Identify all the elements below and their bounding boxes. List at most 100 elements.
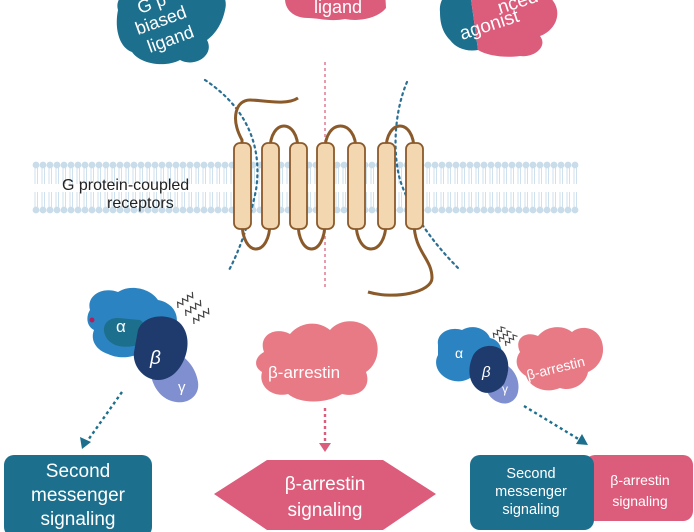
output-beta-arrestin-center: β-arrestin signaling	[214, 460, 436, 530]
right-beta-arrestin-shape	[516, 327, 604, 391]
lipid-head	[522, 161, 530, 169]
balanced-ligand-shape	[285, 0, 386, 21]
lipid-head	[501, 161, 509, 169]
lipid-head	[438, 206, 446, 214]
output-right-teal-box	[470, 455, 594, 530]
output-center-line1: β-arrestin	[285, 474, 366, 495]
lipid-head	[214, 206, 222, 214]
lipid-head	[130, 161, 138, 169]
lipid-head	[571, 206, 579, 214]
lipid-head	[508, 206, 516, 214]
g-protein-and-arrestin-right: α β γ β-arrestin	[436, 326, 604, 404]
lipid-head	[123, 161, 131, 169]
lipid-head	[550, 206, 558, 214]
right-g-alpha-label: α	[455, 345, 463, 361]
lipid-head	[60, 161, 68, 169]
lipid-head	[459, 161, 467, 169]
membrane-label-line2: receptors	[107, 195, 174, 212]
lipid-head	[158, 206, 166, 214]
lipid-head	[81, 206, 89, 214]
right-g-beta-label: β	[481, 364, 491, 381]
output-right-pink-box	[585, 455, 693, 521]
lipid-head	[494, 206, 502, 214]
lipid-head	[480, 161, 488, 169]
lipid-head	[557, 161, 565, 169]
lipid-head	[144, 206, 152, 214]
lipid-head	[53, 206, 61, 214]
arrowhead-center	[319, 443, 331, 452]
lipid-head	[200, 161, 208, 169]
lipid-head	[333, 206, 341, 214]
arrestin-biased-agonist: nced agonist	[439, 0, 558, 57]
g-protein-heterotrimer-left: α β γ	[87, 287, 210, 403]
lipid-head	[368, 161, 376, 169]
signaling-arrows	[85, 391, 581, 445]
right-g-gamma-label: γ	[502, 382, 508, 396]
lipid-head	[340, 206, 348, 214]
lipid-head	[193, 206, 201, 214]
membrane-label-line1: G protein-coupled	[62, 177, 189, 194]
output-left-line3: signaling	[41, 509, 116, 530]
lipid-head	[81, 161, 89, 169]
lipid-head	[445, 206, 453, 214]
lipid-head	[501, 206, 509, 214]
lipid-head	[557, 206, 565, 214]
lipid-head	[95, 161, 103, 169]
lipid-head	[137, 161, 145, 169]
lipid-head	[88, 161, 96, 169]
lipid-head	[543, 161, 551, 169]
lipid-head	[137, 206, 145, 214]
lipid-head	[32, 206, 40, 214]
lipid-head	[431, 161, 439, 169]
lipid-head	[109, 206, 117, 214]
lipid-head	[53, 161, 61, 169]
beta-arrestin-center-shape	[256, 321, 378, 402]
lipid-head	[32, 161, 40, 169]
tm-helix-6	[377, 142, 396, 230]
lipid-head	[67, 206, 75, 214]
lipid-head	[207, 161, 215, 169]
right-lipid-anchor-zigzags	[492, 326, 518, 347]
output-center-line2: signaling	[288, 500, 363, 521]
lipid-head	[179, 161, 187, 169]
g-protein-biased-ligand-shape	[116, 0, 226, 65]
lipid-head	[494, 161, 502, 169]
lipid-head	[158, 161, 166, 169]
lipid-head	[368, 206, 376, 214]
g-beta-subunit	[133, 316, 188, 380]
lipid-head	[172, 161, 180, 169]
lipid-head	[186, 161, 194, 169]
lipid-head	[102, 206, 110, 214]
lipid-head	[179, 206, 187, 214]
arrestin-biased-agonist-shape-teal	[439, 0, 478, 51]
lipid-head	[340, 161, 348, 169]
conformation-dotted-lines	[203, 78, 462, 274]
lipid-head	[445, 161, 453, 169]
lipid-head	[473, 206, 481, 214]
gpcr-receptor	[233, 96, 434, 297]
tm-helix-1	[233, 142, 252, 230]
lipid-head	[144, 161, 152, 169]
balanced-ligand-text: ligand	[314, 0, 362, 17]
lipid-head	[529, 206, 537, 214]
arrow-left-line	[85, 391, 123, 444]
lipid-head	[522, 206, 530, 214]
lipid-head	[452, 161, 460, 169]
lipid-head	[536, 206, 544, 214]
lipid-head	[550, 161, 558, 169]
lipid-head	[165, 206, 173, 214]
arrowhead-left	[80, 437, 91, 449]
tm-helix-4	[316, 142, 335, 230]
output-second-messenger-left: Second messenger signaling	[4, 455, 152, 532]
lipid-head	[543, 206, 551, 214]
lipid-head	[172, 206, 180, 214]
dotted-curve-left	[203, 78, 259, 274]
lipid-head	[151, 206, 159, 214]
lipid-anchor-zigzags	[176, 291, 210, 325]
lipid-head	[438, 161, 446, 169]
tm-helix-3	[289, 142, 308, 230]
beta-arrestin-center: β-arrestin	[256, 321, 378, 402]
lipid-head	[424, 161, 432, 169]
lipid-head	[46, 206, 54, 214]
lipid-head	[473, 161, 481, 169]
